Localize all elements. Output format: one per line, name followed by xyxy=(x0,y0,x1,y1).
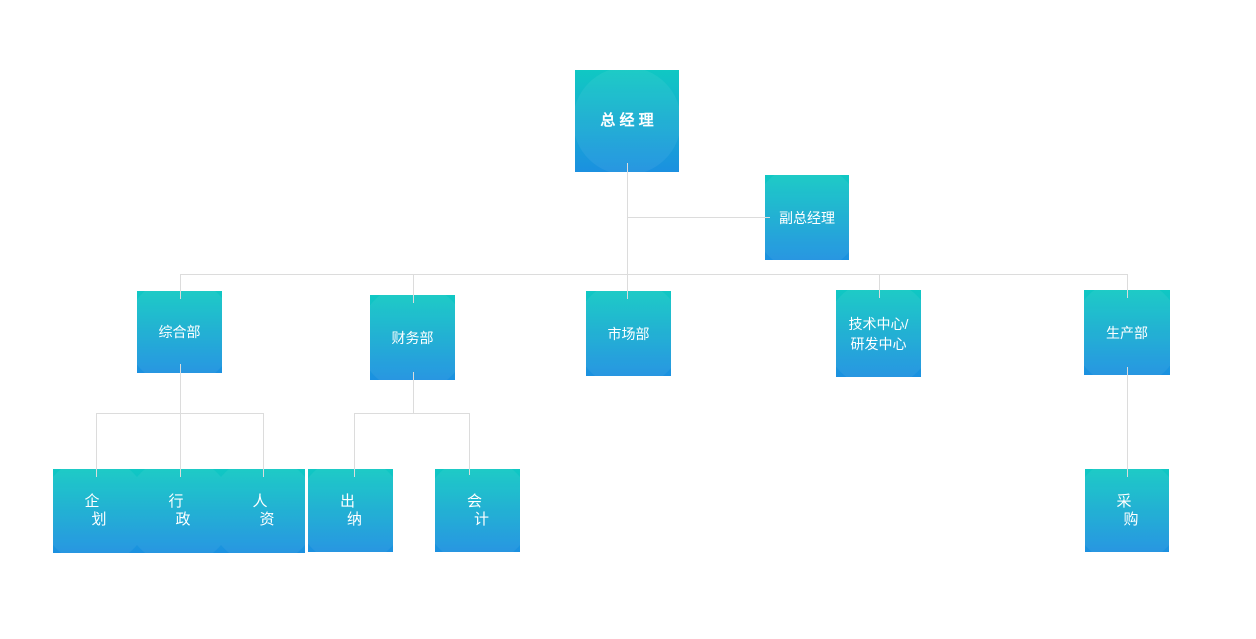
connector-drop-finance xyxy=(413,274,414,303)
connector-general-trunk xyxy=(180,364,181,477)
org-node-label: 划 xyxy=(91,511,107,528)
connector-gm-trunk xyxy=(627,163,628,299)
org-node-dept-tech-rd: 技术中心/研发中心 xyxy=(836,290,921,377)
org-node-dept-production: 生产部 xyxy=(1084,290,1170,375)
org-node-label: 出 xyxy=(339,492,355,510)
org-node-unit-hr: 人资 xyxy=(221,469,305,553)
org-node-label: 生产部 xyxy=(1106,324,1148,341)
org-node-unit-cashier: 出纳 xyxy=(308,469,393,552)
org-node-label: 副总经理 xyxy=(779,209,835,226)
org-node-label: 总 经 理 xyxy=(600,112,654,129)
connector-production-trunk xyxy=(1127,367,1128,477)
org-node-dept-marketing: 市场部 xyxy=(586,291,671,376)
org-node-unit-administration: 行政 xyxy=(137,469,221,553)
org-node-dept-general: 综合部 xyxy=(137,291,222,373)
org-node-deputy-general-manager: 副总经理 xyxy=(765,175,849,260)
org-node-label: 研发中心 xyxy=(850,335,907,352)
org-node-general-manager: 总 经 理 xyxy=(575,70,679,172)
connector-general-children-bus xyxy=(96,413,263,414)
org-node-unit-procurement: 采购 xyxy=(1085,469,1169,552)
org-node-label: 会 xyxy=(466,492,482,510)
connector-drop-cashier xyxy=(354,413,355,477)
connector-drop-planning xyxy=(96,413,97,477)
connector-branch-deputy xyxy=(627,217,770,218)
org-node-label: 采 xyxy=(1116,492,1132,510)
org-node-label: 人 xyxy=(252,493,268,510)
connector-drop-tech-rd xyxy=(879,274,880,298)
org-node-dept-finance: 财务部 xyxy=(370,295,455,380)
connector-drop-general xyxy=(180,274,181,299)
org-node-label: 综合部 xyxy=(158,324,201,340)
org-node-label: 纳 xyxy=(346,510,362,528)
org-node-label: 购 xyxy=(1123,510,1139,528)
org-node-label: 技术中心/ xyxy=(848,315,909,332)
org-node-unit-planning: 企划 xyxy=(53,469,137,553)
org-node-label: 政 xyxy=(175,511,191,528)
org-node-label: 资 xyxy=(259,511,275,528)
org-node-unit-accounting: 会计 xyxy=(435,469,520,552)
org-node-label: 行 xyxy=(168,493,184,510)
connector-finance-children-bus xyxy=(354,413,469,414)
org-node-label: 计 xyxy=(473,510,489,528)
connector-drop-accounting xyxy=(469,413,470,475)
org-node-label: 市场部 xyxy=(607,325,650,342)
connector-drop-production xyxy=(1127,274,1128,298)
connector-level2-bus xyxy=(180,274,1127,275)
org-node-label: 企 xyxy=(84,493,100,510)
connector-finance-trunk xyxy=(413,372,414,414)
org-node-label: 财务部 xyxy=(391,329,434,346)
connector-drop-hr xyxy=(263,413,264,477)
